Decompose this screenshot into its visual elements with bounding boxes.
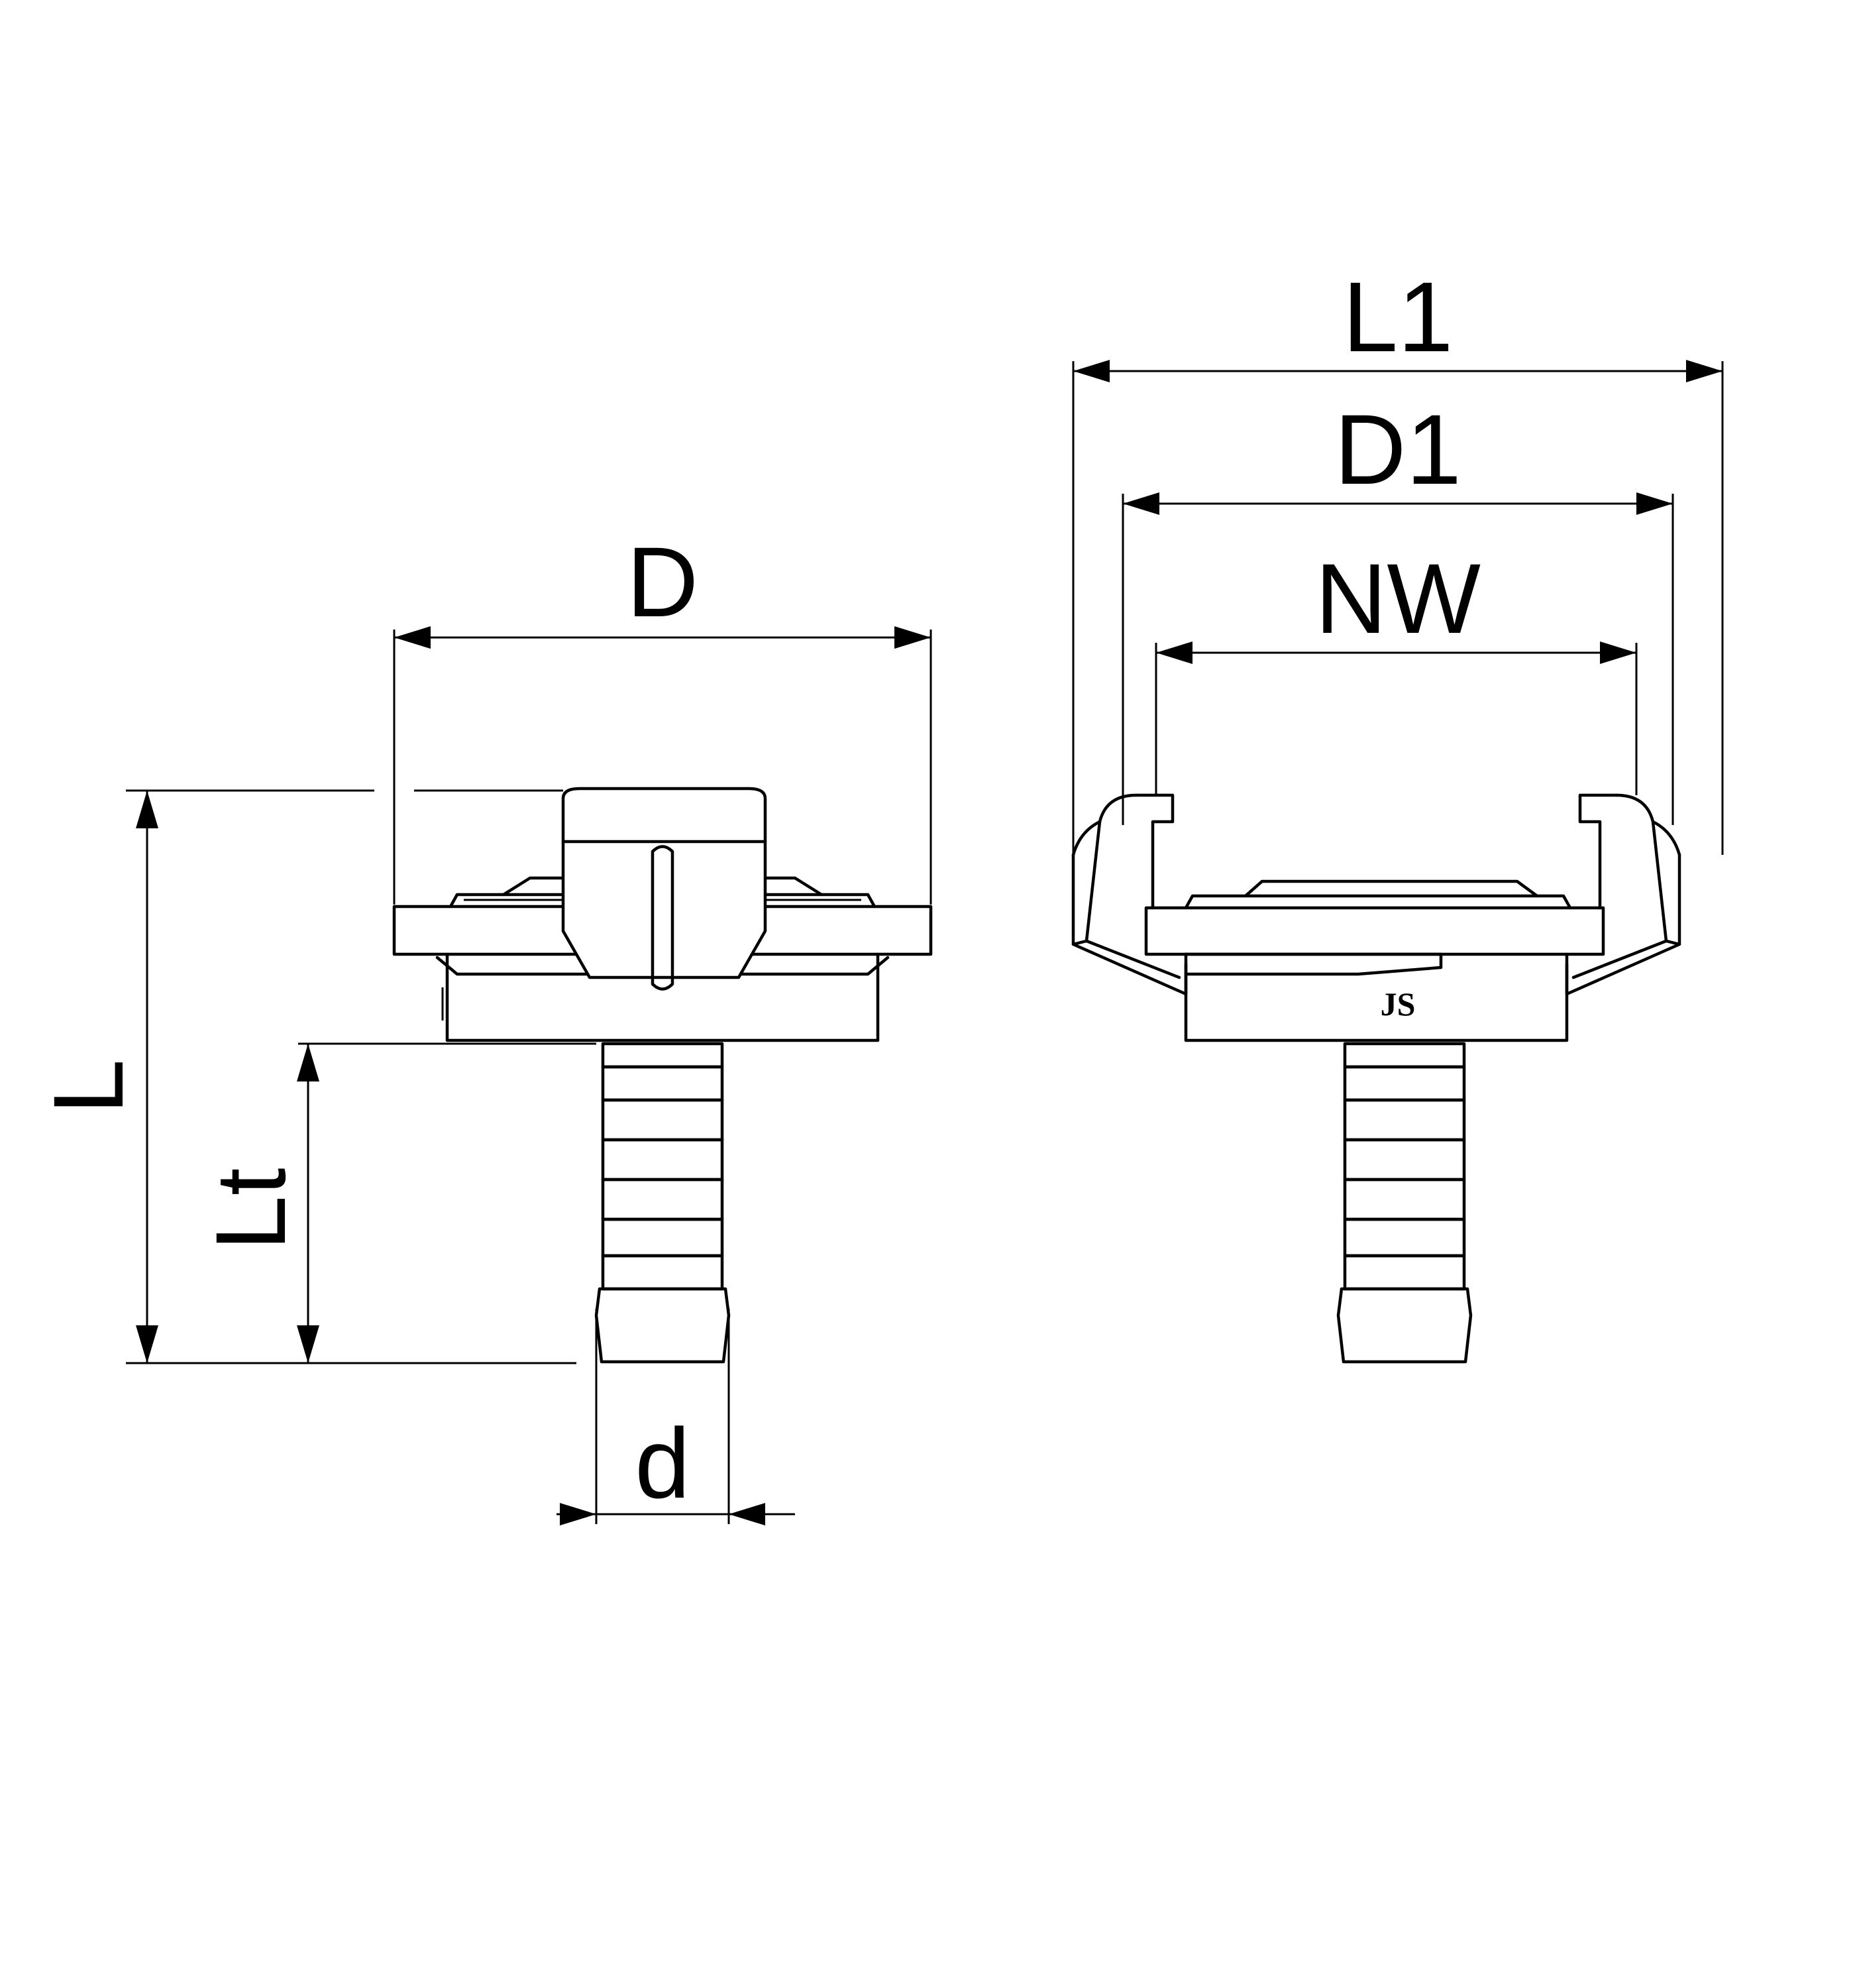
dimension-label-Lt: Lt [195, 1168, 306, 1250]
dimension-Lt: Lt [195, 1042, 596, 1363]
dimension-label-D1: D1 [1334, 394, 1461, 505]
dimension-label-D: D [627, 526, 698, 637]
dimension-label-d: d [635, 1408, 690, 1519]
dimension-D: D [393, 526, 932, 905]
dimension-NW: NW [1155, 543, 1638, 795]
dimension-D1: D1 [1122, 394, 1674, 825]
dimension-label-L1: L1 [1343, 261, 1454, 372]
dimension-label-NW: NW [1315, 543, 1481, 654]
dimension-d: d [556, 1309, 795, 1525]
coupling-claw-view: JS [1071, 793, 1681, 1364]
dimension-L1: L1 [1072, 261, 1724, 855]
coupling-side-view [392, 787, 933, 1364]
dimension-L: L [32, 789, 576, 1364]
manufacturer-logo: JS [1381, 985, 1416, 1022]
dimension-label-L: L [32, 1059, 144, 1114]
